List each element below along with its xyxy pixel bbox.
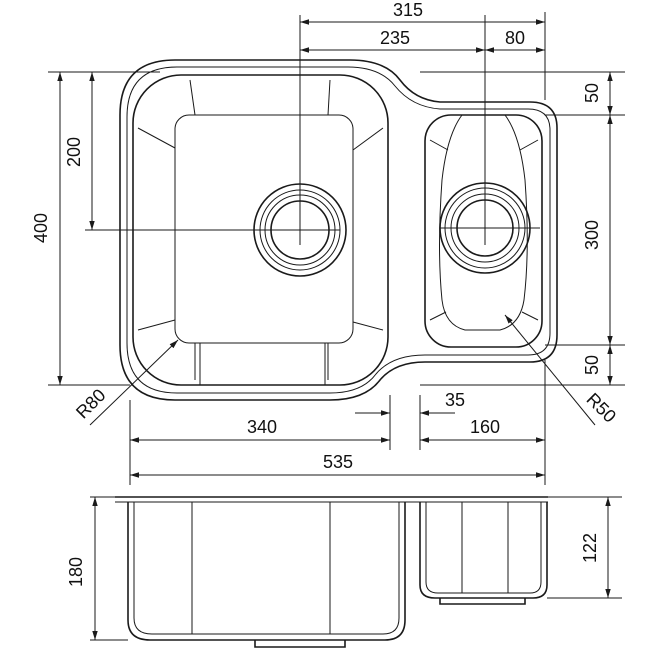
dim-122: 122 (580, 533, 600, 563)
dim-160: 160 (470, 417, 500, 437)
dim-80: 80 (505, 28, 525, 48)
dim-r50: R50 (582, 389, 619, 426)
dim-35: 35 (445, 390, 465, 410)
dim-315: 315 (393, 0, 423, 20)
right-bowl (424, 114, 543, 348)
dim-180: 180 (66, 557, 86, 587)
side-view (90, 496, 622, 648)
dim-300: 300 (582, 220, 602, 250)
dim-50-bottom: 50 (582, 355, 602, 375)
left-bowl-inner (174, 114, 354, 344)
top-view (85, 15, 558, 401)
dim-340: 340 (247, 417, 277, 437)
dim-200: 200 (64, 137, 84, 167)
dim-235: 235 (380, 28, 410, 48)
right-bowl-inner (439, 114, 528, 331)
dim-r80: R80 (72, 385, 109, 422)
sink-outer-rim-inner (126, 66, 551, 394)
dim-535: 535 (323, 452, 353, 472)
dim-50-top: 50 (582, 83, 602, 103)
sink-outer-rim (119, 59, 558, 401)
left-drain-outlet (254, 640, 346, 648)
dimension-lines (48, 12, 625, 485)
right-drain-outlet (439, 598, 526, 605)
center-lines (85, 15, 540, 245)
right-bowl-profile (419, 502, 548, 599)
dim-400: 400 (31, 213, 51, 243)
left-bowl-profile (127, 502, 406, 641)
